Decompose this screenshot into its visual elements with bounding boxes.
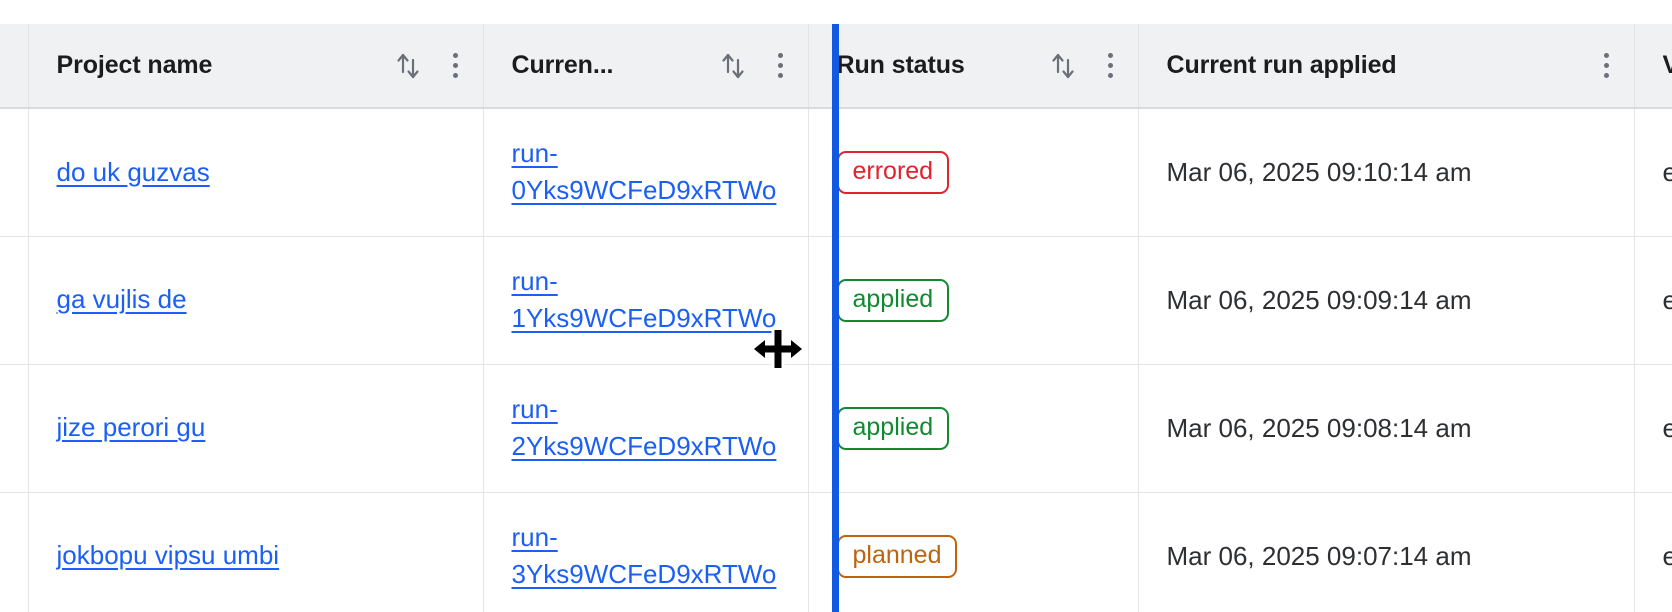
cell-project-name: jize perori gu	[28, 364, 484, 493]
header-cell-gutter	[0, 24, 29, 109]
table-row: ga vujlis de run-1Yks9WCFeD9xRTWo applie…	[0, 236, 1672, 365]
kebab-icon[interactable]	[1594, 50, 1620, 82]
project-name-link[interactable]: ga vujlis de	[56, 284, 187, 315]
header-tools-run-status	[1050, 50, 1124, 82]
sort-icon[interactable]	[1050, 50, 1076, 82]
kebab-icon[interactable]	[768, 50, 794, 82]
next-column-value: e	[1663, 285, 1672, 315]
row-gutter-cell[interactable]	[0, 108, 29, 237]
current-run-link[interactable]: run-2Yks9WCFeD9xRTWo	[511, 393, 777, 461]
status-badge: applied	[836, 278, 950, 322]
kebab-icon[interactable]	[1098, 50, 1124, 82]
table-row: jize perori gu run-2Yks9WCFeD9xRTWo appl…	[0, 364, 1672, 493]
cell-current-run: run-3Yks9WCFeD9xRTWo	[483, 492, 809, 612]
cell-project-name: ga vujlis de	[28, 236, 484, 365]
cell-run-status: planned	[808, 492, 1139, 612]
table-row: jokbopu vipsu umbi run-3Yks9WCFeD9xRTWo …	[0, 492, 1672, 612]
next-column-value: e	[1663, 413, 1672, 443]
cell-current-run-applied: Mar 06, 2025 09:08:14 am	[1138, 364, 1635, 493]
table-body: do uk guzvas run-0Yks9WCFeD9xRTWo errore…	[0, 108, 1672, 612]
header-label-current-run-applied: Current run applied	[1166, 51, 1397, 79]
current-run-applied-timestamp: Mar 06, 2025 09:08:14 am	[1166, 412, 1472, 443]
current-run-applied-timestamp: Mar 06, 2025 09:10:14 am	[1166, 157, 1472, 188]
sort-icon[interactable]	[720, 50, 746, 82]
cell-next-column: e	[1634, 236, 1672, 365]
cell-current-run-applied: Mar 06, 2025 09:09:14 am	[1138, 236, 1635, 365]
header-cell-next-column[interactable]: V	[1634, 24, 1672, 109]
row-gutter-cell[interactable]	[0, 364, 29, 493]
current-run-link[interactable]: run-0Yks9WCFeD9xRTWo	[511, 137, 777, 206]
header-row: Project name	[0, 24, 1672, 109]
cell-project-name: do uk guzvas	[28, 108, 484, 237]
row-gutter-cell[interactable]	[0, 492, 29, 612]
cell-run-status: applied	[808, 236, 1139, 365]
project-name-link[interactable]: jokbopu vipsu umbi	[56, 540, 280, 571]
header-cell-current-run[interactable]: Curren...	[483, 24, 809, 109]
cell-next-column: e	[1634, 364, 1672, 493]
cell-run-status: errored	[808, 108, 1139, 237]
table-header: Project name	[0, 24, 1672, 109]
header-tools-current-run-applied	[1594, 50, 1620, 82]
header-label-next-column: V	[1663, 51, 1672, 80]
cell-current-run: run-1Yks9WCFeD9xRTWo	[483, 236, 809, 365]
cell-project-name: jokbopu vipsu umbi	[28, 492, 484, 612]
status-badge: planned	[836, 534, 958, 578]
current-run-link[interactable]: run-3Yks9WCFeD9xRTWo	[511, 521, 777, 589]
cell-current-run: run-2Yks9WCFeD9xRTWo	[483, 364, 809, 493]
status-badge: errored	[836, 150, 950, 194]
status-badge: applied	[836, 406, 950, 450]
projects-table: Project name	[0, 24, 1672, 612]
current-run-applied-timestamp: Mar 06, 2025 09:09:14 am	[1166, 284, 1472, 315]
current-run-link[interactable]: run-1Yks9WCFeD9xRTWo	[511, 265, 777, 333]
cell-run-status: applied	[808, 364, 1139, 493]
kebab-icon[interactable]	[443, 50, 469, 82]
sort-icon[interactable]	[395, 50, 421, 82]
header-cell-current-run-applied[interactable]: Current run applied	[1138, 24, 1635, 109]
cell-current-run: run-0Yks9WCFeD9xRTWo	[483, 108, 809, 237]
top-whitespace-band	[0, 0, 1672, 24]
header-tools-project-name	[395, 50, 469, 82]
header-cell-project-name[interactable]: Project name	[28, 24, 484, 109]
cell-current-run-applied: Mar 06, 2025 09:10:14 am	[1138, 108, 1635, 237]
header-label-run-status: Run status	[836, 51, 965, 79]
header-cell-run-status[interactable]: Run status	[808, 24, 1139, 109]
project-name-link[interactable]: jize perori gu	[56, 412, 206, 443]
table-row: do uk guzvas run-0Yks9WCFeD9xRTWo errore…	[0, 108, 1672, 237]
header-label-current-run: Curren...	[511, 51, 614, 79]
header-label-project-name: Project name	[56, 51, 213, 79]
cell-current-run-applied: Mar 06, 2025 09:07:14 am	[1138, 492, 1635, 612]
table-scroll-container[interactable]: Project name	[0, 24, 1672, 612]
next-column-value: e	[1663, 157, 1672, 187]
cell-next-column: e	[1634, 492, 1672, 612]
row-gutter-cell[interactable]	[0, 236, 29, 365]
next-column-value: e	[1663, 541, 1672, 571]
header-tools-current-run	[720, 50, 794, 82]
cell-next-column: e	[1634, 108, 1672, 237]
project-name-link[interactable]: do uk guzvas	[56, 156, 210, 187]
current-run-applied-timestamp: Mar 06, 2025 09:07:14 am	[1166, 540, 1472, 571]
